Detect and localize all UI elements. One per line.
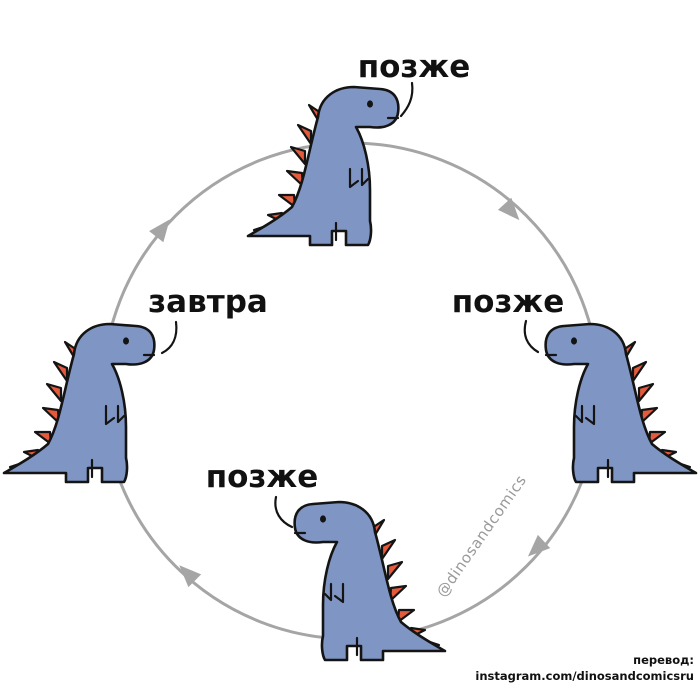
dinosaur-icon [544,322,698,484]
speech-tail [523,319,540,354]
credit-link: instagram.com/dinosandcomicsru [475,669,694,683]
artist-handle: @dinosandcomics [433,471,531,600]
speech-text-bottom: позже [206,459,319,495]
dinosaur-icon [246,85,400,247]
credit-label: перевод: [633,653,694,667]
speech-tail [274,495,294,529]
speech-text-left: завтра [148,284,268,320]
arrowhead-icon [521,534,551,564]
speech-text-top: позже [358,49,471,85]
speech-tail [399,81,414,118]
speech-text-right: позже [452,284,565,320]
speech-tail [160,320,178,355]
arrowhead-icon [172,558,202,588]
dinosaur-icon [2,322,156,484]
